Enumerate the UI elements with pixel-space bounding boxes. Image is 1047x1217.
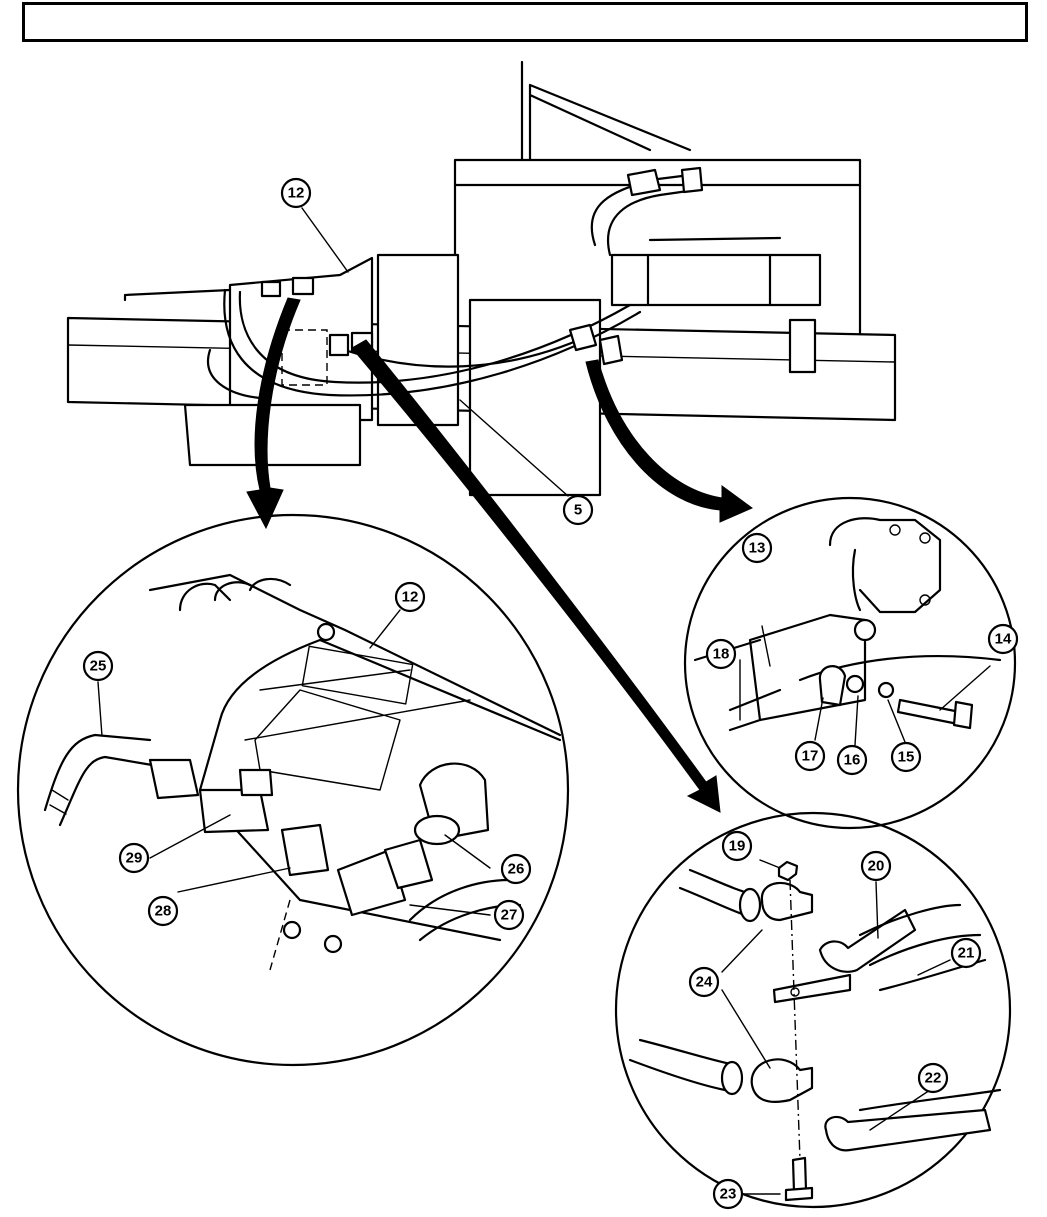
svg-text:15: 15 — [898, 749, 915, 766]
svg-text:29: 29 — [126, 850, 143, 867]
svg-text:26: 26 — [508, 861, 525, 878]
callout-21: 21 — [952, 939, 980, 967]
svg-text:20: 20 — [868, 858, 885, 875]
callout-13: 13 — [743, 534, 771, 562]
svg-text:19: 19 — [729, 838, 746, 855]
callout-5: 5 — [564, 496, 592, 524]
callout-12-top: 12 — [282, 179, 310, 207]
svg-text:23: 23 — [720, 1186, 737, 1203]
svg-text:17: 17 — [802, 748, 819, 765]
svg-text:5: 5 — [574, 502, 582, 519]
svg-text:21: 21 — [958, 945, 975, 962]
callout-23: 23 — [714, 1180, 742, 1208]
svg-text:13: 13 — [749, 540, 766, 557]
svg-text:25: 25 — [90, 658, 107, 675]
callout-15: 15 — [892, 743, 920, 771]
callout-12-detail: 12 — [396, 583, 424, 611]
svg-text:16: 16 — [844, 752, 861, 769]
callout-28: 28 — [149, 897, 177, 925]
svg-text:24: 24 — [696, 974, 713, 991]
callout-24: 24 — [690, 968, 718, 996]
callout-17: 17 — [796, 742, 824, 770]
callout-14: 14 — [989, 625, 1017, 653]
callout-16: 16 — [838, 746, 866, 774]
callout-18: 18 — [707, 640, 735, 668]
callout-20: 20 — [862, 852, 890, 880]
right-detail-circle — [685, 498, 1015, 828]
svg-text:28: 28 — [155, 903, 172, 920]
svg-text:18: 18 — [713, 646, 730, 663]
callout-19: 19 — [723, 832, 751, 860]
leader-12-top — [302, 208, 348, 272]
svg-text:14: 14 — [995, 631, 1012, 648]
svg-text:12: 12 — [402, 589, 419, 606]
svg-text:22: 22 — [925, 1070, 942, 1087]
bottom-right-detail-circle — [616, 813, 1010, 1207]
svg-text:12: 12 — [288, 185, 305, 202]
callout-22: 22 — [919, 1064, 947, 1092]
left-detail-circle — [18, 515, 568, 1065]
callout-25: 25 — [84, 652, 112, 680]
svg-text:27: 27 — [501, 907, 518, 924]
callout-29: 29 — [120, 844, 148, 872]
callout-26: 26 — [502, 855, 530, 883]
main-assembly-drawing — [68, 62, 895, 495]
callout-27: 27 — [495, 901, 523, 929]
